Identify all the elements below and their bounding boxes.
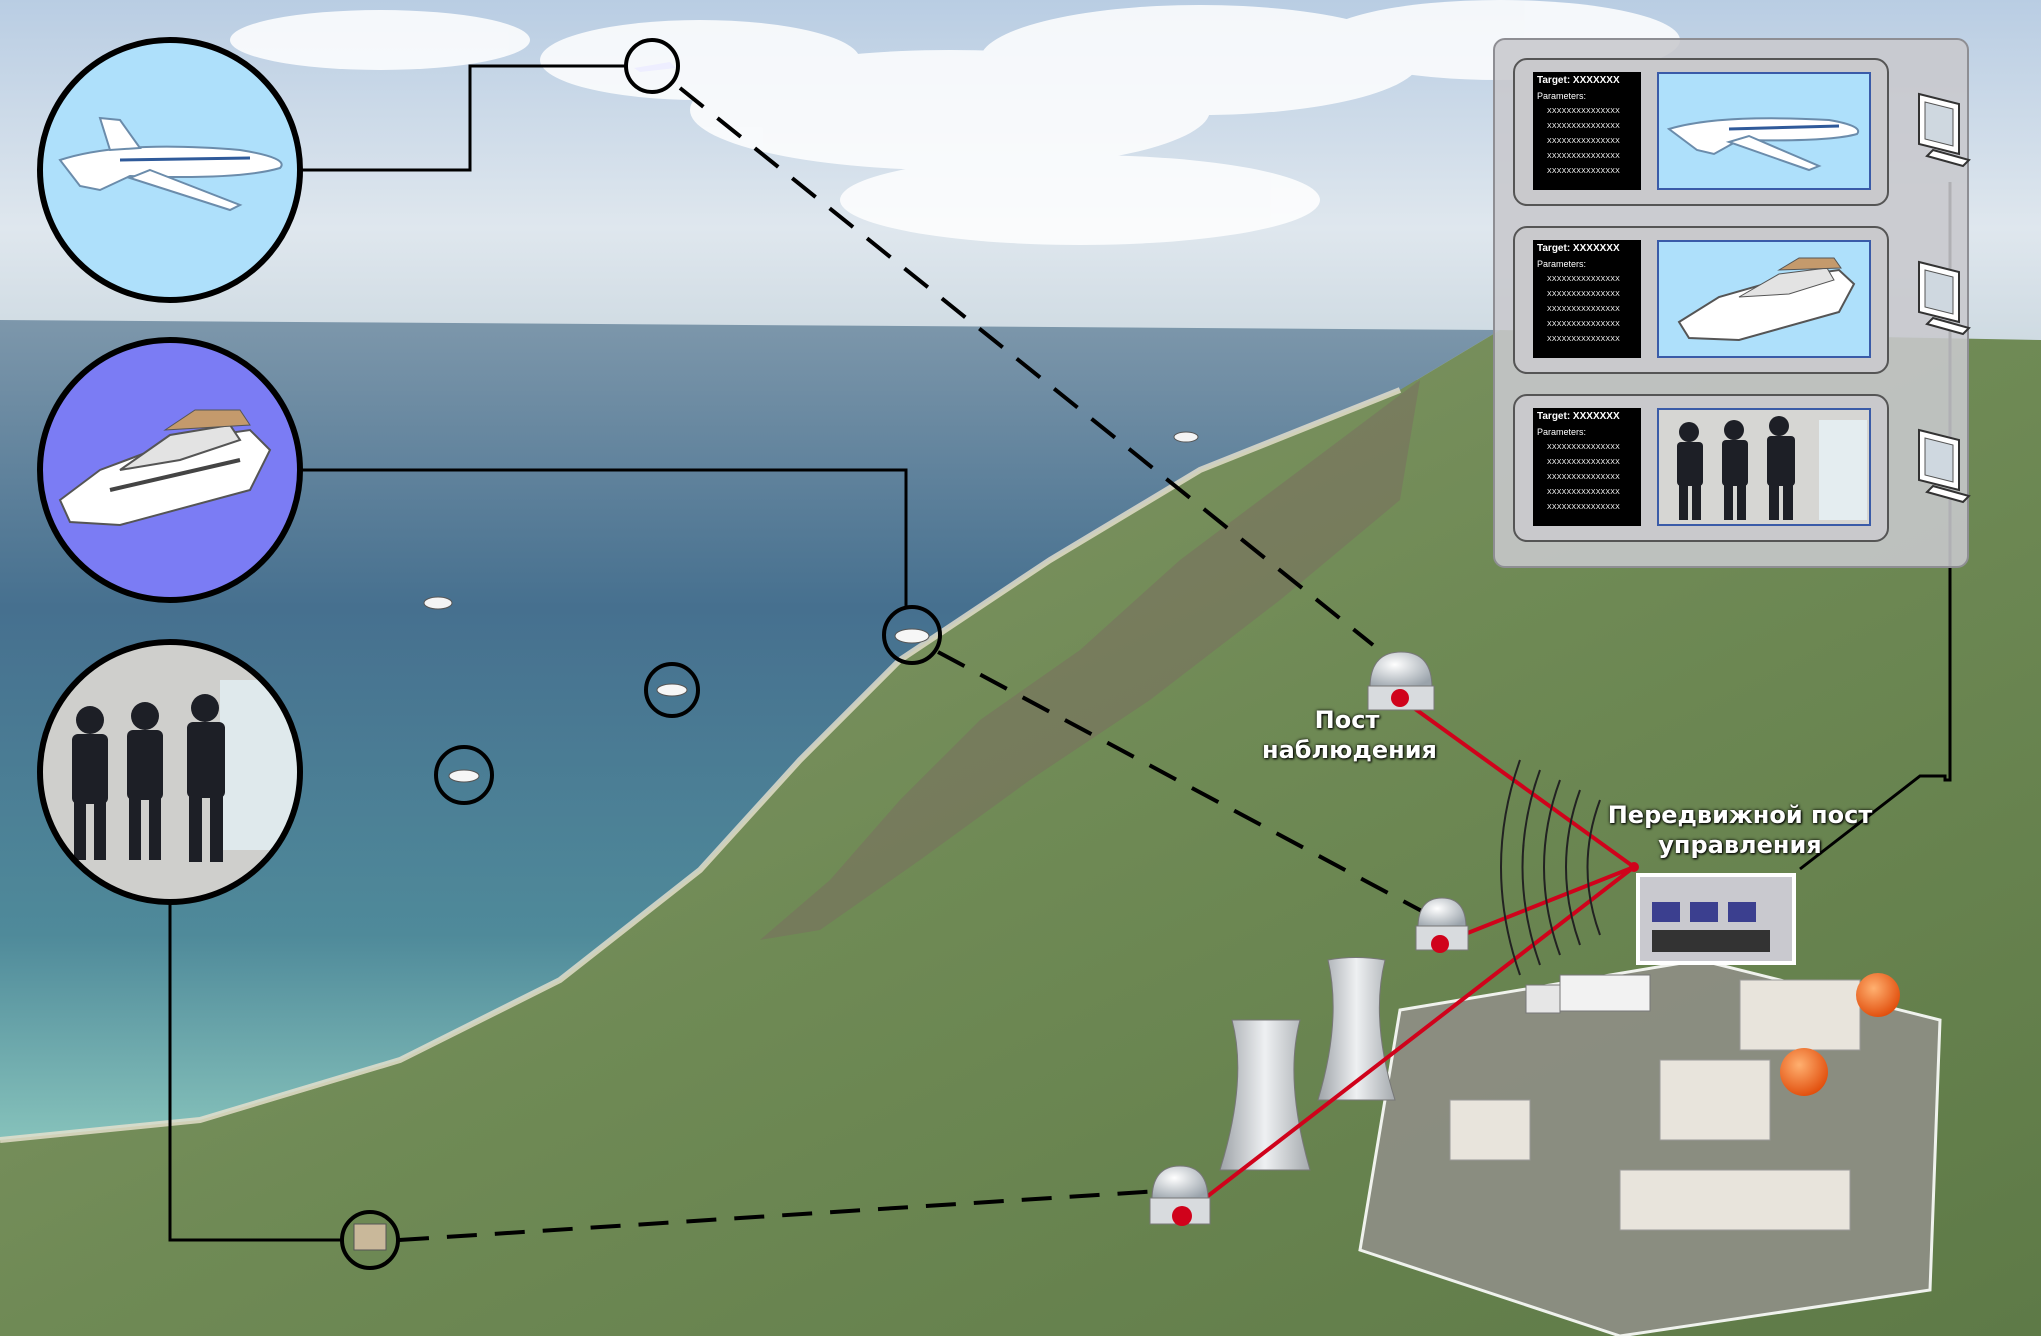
reactor-dome: [1780, 1048, 1828, 1096]
param-row: XXXXXXXXXXXXXXX: [1547, 168, 1621, 175]
target-thumbnail: [1657, 240, 1871, 358]
control-room-image: [1636, 873, 1796, 965]
plant-building: [1659, 1059, 1771, 1141]
connector-lines: [168, 64, 1952, 1242]
plant-building: [1739, 979, 1861, 1051]
target-circle-soldiers: [37, 639, 303, 905]
target-thumbnail: [1657, 408, 1871, 526]
sea: [0, 320, 1500, 1140]
observation-dome-north: [1367, 651, 1435, 711]
target-title: Target: XXXXXXX: [1537, 75, 1620, 86]
param-row: XXXXXXXXXXXXXXX: [1547, 336, 1621, 343]
parameters-label: Parameters:: [1537, 91, 1587, 101]
target-circle-plane: [37, 37, 303, 303]
plant-building: [1449, 1099, 1531, 1161]
power-plant: [1219, 957, 1942, 1336]
boat-marker[interactable]: [434, 745, 494, 805]
soldiers-icon: [1677, 416, 1795, 520]
target-title: Target: XXXXXXX: [1537, 411, 1620, 422]
soldiers-icon: [72, 694, 225, 862]
yacht-marker[interactable]: [882, 605, 942, 665]
boat-marker[interactable]: [644, 662, 700, 718]
background-boats: [423, 431, 1199, 610]
param-row: XXXXXXXXXXXXXXX: [1547, 306, 1621, 313]
param-row: XXXXXXXXXXXXXXX: [1547, 459, 1621, 466]
param-row: XXXXXXXXXXXXXXX: [1547, 123, 1621, 130]
link-hub: [1629, 862, 1639, 872]
param-row: XXXXXXXXXXXXXXX: [1547, 444, 1621, 451]
param-row: XXXXXXXXXXXXXXX: [1547, 474, 1621, 481]
monitoring-panel: Target: XXXXXXX Parameters: XXXXXXXXXXXX…: [1493, 38, 1971, 568]
clouds: [230, 0, 1680, 245]
parameters-label: Parameters:: [1537, 427, 1587, 437]
target-title: Target: XXXXXXX: [1537, 243, 1620, 254]
param-row: XXXXXXXXXXXXXXX: [1547, 138, 1621, 145]
target-info: Target: XXXXXXX Parameters: XXXXXXXXXXXX…: [1533, 408, 1641, 526]
mobile-control-post-label: Передвижной пост управления: [1607, 801, 1873, 859]
monitor-icon: [1913, 258, 1973, 353]
data-links: [1180, 696, 1636, 1218]
marker-contents: [353, 62, 930, 1251]
monitor-icon: [1913, 90, 1973, 185]
target-card[interactable]: Target: XXXXXXX Parameters: XXXXXXXXXXXX…: [1513, 394, 1971, 542]
param-row: XXXXXXXXXXXXXXX: [1547, 504, 1621, 511]
target-card[interactable]: Target: XXXXXXX Parameters: XXXXXXXXXXXX…: [1513, 58, 1971, 206]
target-thumbnail: [1657, 72, 1871, 190]
target-card[interactable]: Target: XXXXXXX Parameters: XXXXXXXXXXXX…: [1513, 226, 1971, 374]
observation-post-label: Пост наблюдения: [1262, 706, 1437, 764]
cliffs: [760, 380, 1420, 940]
observation-dome-south: [1149, 1165, 1211, 1226]
param-row: XXXXXXXXXXXXXXX: [1547, 276, 1621, 283]
parameters-label: Parameters:: [1537, 259, 1587, 269]
target-info: Target: XXXXXXX Parameters: XXXXXXXXXXXX…: [1533, 240, 1641, 358]
target-info: Target: XXXXXXX Parameters: XXXXXXXXXXXX…: [1533, 72, 1641, 190]
truck: [1559, 974, 1651, 1012]
reactor-dome: [1856, 973, 1900, 1017]
param-row: XXXXXXXXXXXXXXX: [1547, 108, 1621, 115]
param-row: XXXXXXXXXXXXXXX: [1547, 153, 1621, 160]
param-row: XXXXXXXXXXXXXXX: [1547, 489, 1621, 496]
truck-cab: [1525, 984, 1561, 1014]
monitor-icon: [1913, 426, 1973, 521]
target-circle-yacht: [37, 337, 303, 603]
shoreline: [0, 387, 1402, 1143]
param-row: XXXXXXXXXXXXXXX: [1547, 321, 1621, 328]
radio-waves: [1500, 759, 1601, 976]
param-row: XXXXXXXXXXXXXXX: [1547, 291, 1621, 298]
tracking-lines: [398, 86, 1432, 1242]
plant-building: [1619, 1169, 1851, 1231]
observation-dome-middle: [1415, 897, 1469, 953]
